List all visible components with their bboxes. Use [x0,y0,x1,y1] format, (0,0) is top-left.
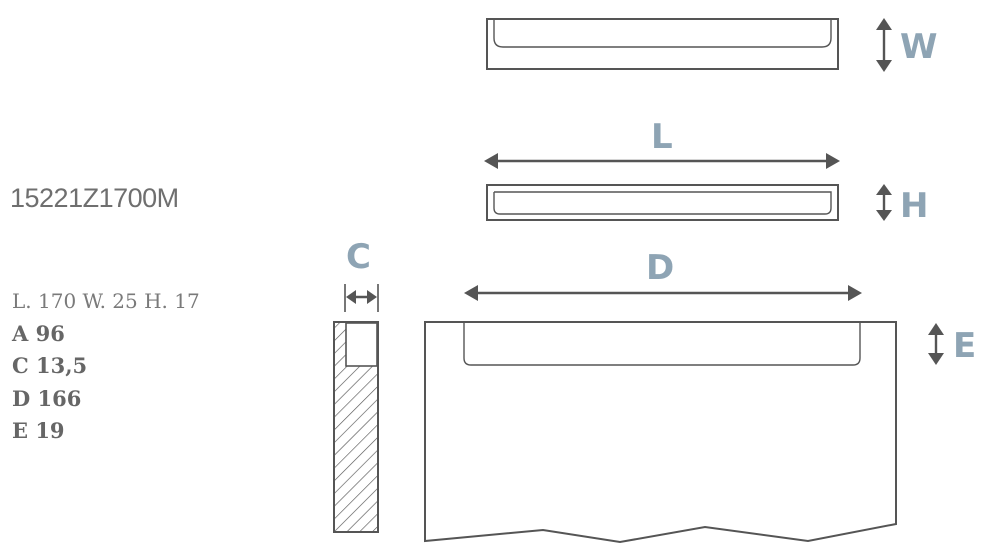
handle-front-view [486,184,839,221]
label-w: W [900,27,938,67]
e-arrowhead-bottom [928,353,944,365]
handle-front-inner-groove [493,191,832,215]
door-outline [424,321,897,544]
label-l: L [651,117,673,157]
spec-list: L. 170 W. 25 H. 17 A 96 C 13,5 D 166 E 1… [12,285,200,448]
dimension-e: E [928,323,976,366]
dimension-l: L [484,117,840,169]
handle-top-view [486,18,839,70]
label-c: C [346,237,371,277]
label-h: H [900,186,928,226]
e-arrowhead-top [928,323,944,335]
l-arrowhead-left [484,153,498,169]
spec-e: E 19 [12,418,65,443]
w-arrowhead-bottom [876,60,892,72]
c-arrowhead-left [346,290,356,304]
handle-top-outline [486,18,839,70]
spec-c: C 13,5 [12,353,88,378]
spec-a: A 96 [12,320,65,346]
door-handle-recess [463,322,861,366]
label-d: D [646,248,674,288]
dimension-w: W [876,18,938,72]
overall-dimensions: L. 170 W. 25 H. 17 [12,289,200,313]
spec-d: D 166 [12,385,82,411]
door-front-view [424,321,897,544]
label-e: E [953,326,976,366]
c-arrowhead-right [367,290,377,304]
h-arrowhead-bottom [876,210,892,221]
handle-front-outline [486,184,839,221]
h-arrowhead-top [876,184,892,195]
w-arrowhead-top [876,18,892,30]
dimension-d: D [464,248,862,301]
dimension-h: H [876,184,928,226]
door-section-view [333,321,379,533]
d-arrowhead-right [848,285,862,301]
d-arrowhead-left [464,285,478,301]
handle-recess-cutout [345,322,378,367]
product-code: 15221Z1700M [10,183,179,213]
handle-top-inner-groove [493,20,832,48]
l-arrowhead-right [826,153,840,169]
dimension-c: C [344,237,379,312]
